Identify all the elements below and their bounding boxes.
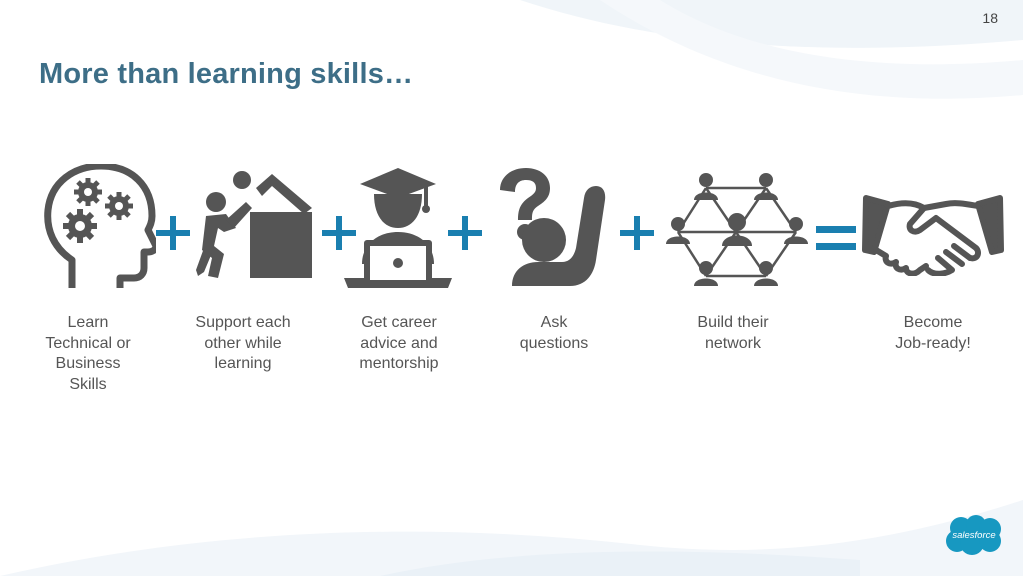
caption-line: Get career <box>361 314 437 331</box>
caption-line: Become <box>903 314 963 331</box>
people-network-icon <box>666 173 808 286</box>
plus-icon <box>620 216 654 250</box>
slide-number: 18 <box>982 10 998 26</box>
salesforce-logo: salesforce <box>946 515 1001 555</box>
plus-icon <box>156 216 190 250</box>
handshake-icon <box>862 195 1004 276</box>
caption-line: Job-ready! <box>895 334 971 352</box>
climbing-support-icon <box>196 171 312 278</box>
slide-title: More than learning skills… <box>39 58 414 90</box>
caption-line: Technical or <box>45 334 131 352</box>
caption-line: network <box>704 334 762 352</box>
caption-line: Build their <box>697 314 769 331</box>
caption-line: Learn <box>67 314 109 331</box>
caption-ask-questions: Ask questions <box>484 313 624 354</box>
caption-line: other while <box>204 334 282 352</box>
caption-line: Support each <box>195 314 291 331</box>
caption-support-each-other: Support each other while learning <box>173 313 313 375</box>
equals-icon <box>816 226 856 250</box>
question-raised-hand-icon <box>500 168 606 286</box>
caption-line: Skills <box>69 375 107 393</box>
caption-build-network: Build their network <box>663 313 803 354</box>
graduate-laptop-icon <box>344 168 452 288</box>
caption-learn-skills: Learn Technical or Business Skills <box>18 313 158 395</box>
caption-line: Ask <box>540 314 568 331</box>
caption-job-ready: Become Job-ready! <box>863 313 1003 354</box>
caption-line: mentorship <box>359 355 439 372</box>
logo-text: salesforce <box>952 530 995 541</box>
plus-icon <box>322 216 356 250</box>
caption-line: Business <box>55 355 121 372</box>
caption-line: learning <box>214 355 272 372</box>
caption-career-advice: Get career advice and mentorship <box>329 313 469 375</box>
plus-icon <box>448 216 482 250</box>
caption-line: advice and <box>360 334 438 352</box>
head-gears-icon <box>44 164 156 288</box>
caption-line: questions <box>519 334 589 352</box>
